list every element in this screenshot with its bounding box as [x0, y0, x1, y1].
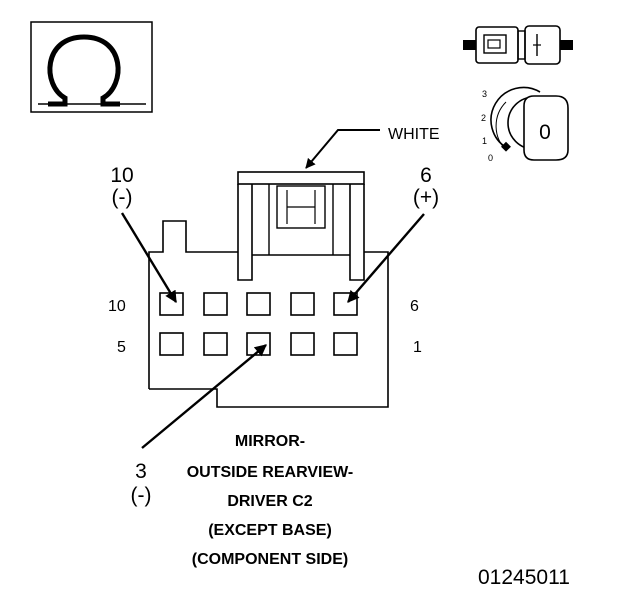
pin-10-callout: 10 (-): [110, 164, 178, 304]
ignition-key-icon: 3 2 1 0 0: [481, 86, 569, 163]
row-top-right-number: 6: [410, 298, 419, 315]
wire-color-label: WHITE: [388, 126, 440, 143]
pin-6-polarity: (+): [413, 186, 439, 209]
ignition-position-2: 2: [481, 113, 486, 123]
pin-6-number: 6: [420, 164, 432, 187]
figure-id: 01245011: [478, 566, 570, 589]
caption-line-2: OUTSIDE REARVIEW-: [186, 464, 354, 481]
caption-line-3: DRIVER C2: [227, 493, 313, 510]
pin-3-polarity: (-): [131, 484, 152, 507]
connector-body: [148, 171, 389, 408]
pin-3-number: 3: [135, 460, 147, 483]
row-bottom-right-number: 1: [413, 339, 422, 356]
ignition-position-1: 1: [482, 136, 487, 146]
row-top-left-number: 10: [108, 298, 126, 315]
ohm-meter-icon: [30, 21, 153, 113]
wire-callout: WHITE: [305, 126, 440, 169]
ignition-key-label: 0: [539, 121, 551, 144]
ignition-position-0: 0: [488, 153, 493, 163]
pin-3-callout: 3 (-): [131, 344, 267, 507]
caption-line-4: (EXCEPT BASE): [208, 522, 332, 539]
caption-line-1: MIRROR-: [234, 433, 306, 450]
pin-6-callout: 6 (+): [347, 164, 439, 303]
pin-10-polarity: (-): [112, 186, 133, 209]
pin-10-number: 10: [110, 164, 133, 187]
caption-line-5: (COMPONENT SIDE): [191, 551, 349, 568]
row-bottom-left-number: 5: [117, 339, 126, 356]
ignition-position-3: 3: [482, 89, 487, 99]
connector-icon: [463, 25, 573, 65]
